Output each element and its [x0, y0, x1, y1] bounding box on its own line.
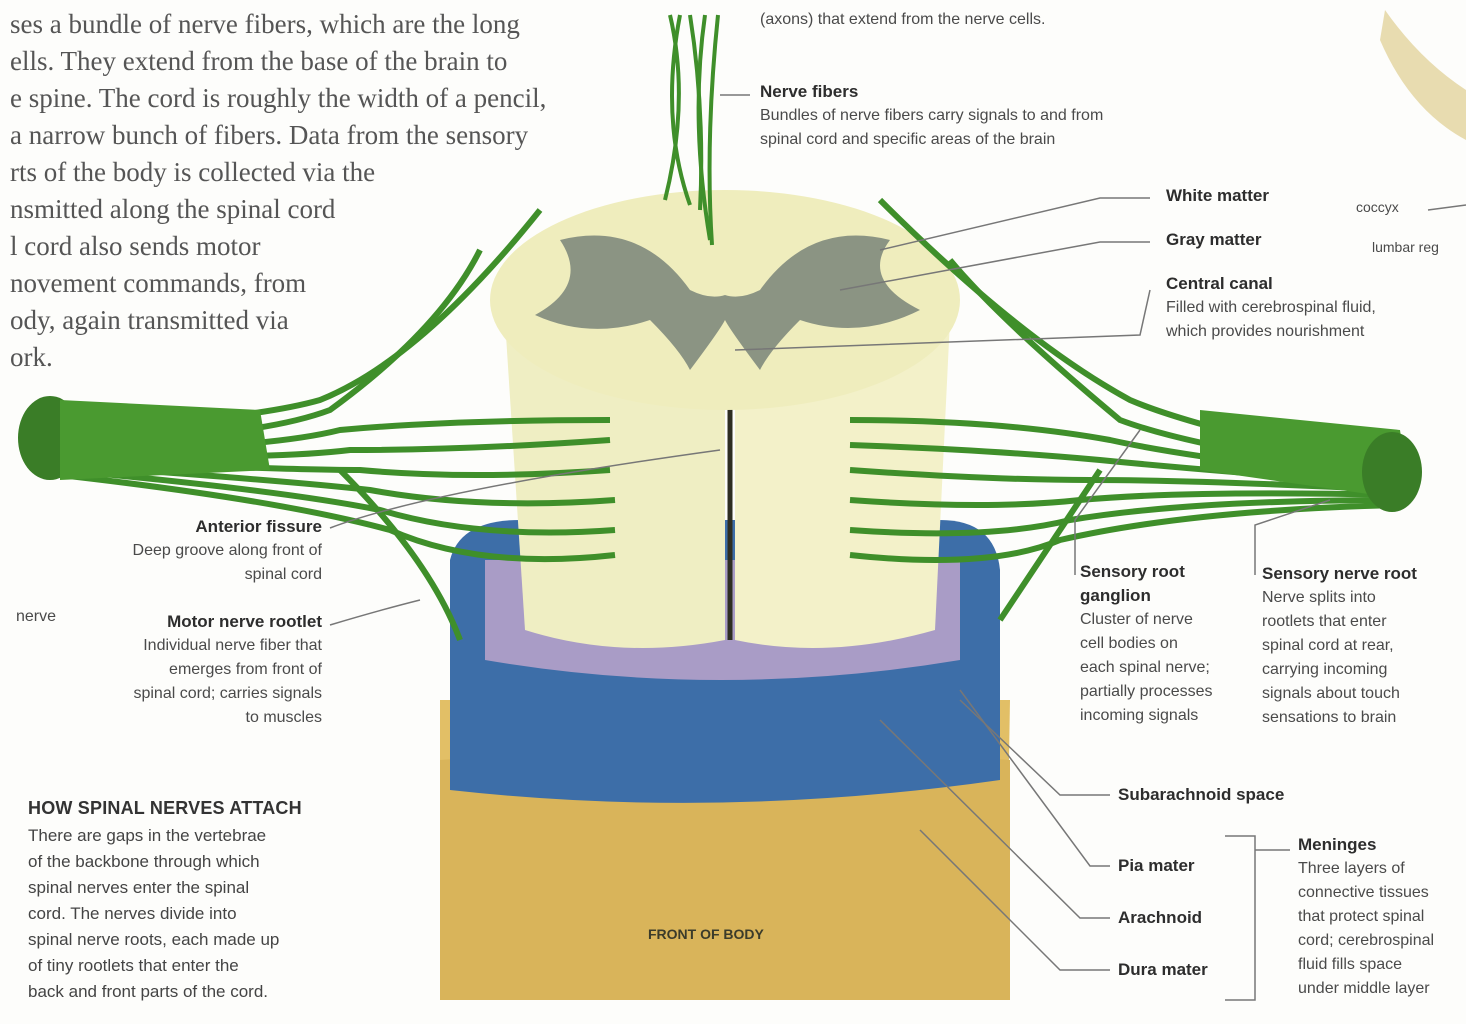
label-sensory-nerve-root: Sensory nerve root Nerve splits into roo… [1262, 562, 1462, 730]
label-title: Sensory nerve root [1262, 562, 1462, 586]
label-desc: that protect spinal [1298, 905, 1466, 929]
howto-line: of tiny rootlets that enter the [28, 953, 348, 979]
howto-line: spinal nerve roots, each made up [28, 927, 348, 953]
label-gray-matter: Gray matter [1166, 228, 1261, 252]
label-desc: sensations to brain [1262, 706, 1462, 730]
label-desc: Individual nerve fiber that [60, 634, 322, 658]
label-title: Sensory root [1080, 560, 1250, 584]
howto-line: spinal nerves enter the spinal [28, 875, 348, 901]
label-motor-rootlet: Motor nerve rootlet Individual nerve fib… [60, 610, 322, 730]
label-desc: spinal cord at rear, [1262, 634, 1462, 658]
intro-line: novement commands, from [10, 265, 630, 302]
howto-title: HOW SPINAL NERVES ATTACH [28, 795, 348, 821]
label-white-matter: White matter [1166, 184, 1269, 208]
label-desc: spinal cord [60, 563, 322, 587]
howto-line: There are gaps in the vertebrae [28, 823, 348, 849]
label-meninges: Meninges Three layers of connective tiss… [1298, 833, 1466, 1001]
label-desc: each spinal nerve; [1080, 656, 1250, 680]
label-anterior-fissure: Anterior fissure Deep groove along front… [60, 515, 322, 587]
label-desc: carrying incoming [1262, 658, 1462, 682]
intro-line: a narrow bunch of fibers. Data from the … [10, 117, 630, 154]
front-of-body-label: FRONT OF BODY [648, 926, 764, 942]
label-desc: Bundles of nerve fibers carry signals to… [760, 104, 1103, 128]
howto-line: cord. The nerves divide into [28, 901, 348, 927]
label-dura-mater: Dura mater [1118, 958, 1208, 982]
label-desc: spinal cord; carries signals [60, 682, 322, 706]
label-desc: incoming signals [1080, 704, 1250, 728]
label-title: Nerve fibers [760, 80, 1103, 104]
intro-line: ody, again transmitted via [10, 302, 630, 339]
label-title: Dura mater [1118, 958, 1208, 982]
intro-paragraph: ses a bundle of nerve fibers, which are … [10, 6, 630, 376]
howto-line: of the backbone through which [28, 849, 348, 875]
label-title: Anterior fissure [60, 515, 322, 539]
label-desc: fluid fills space [1298, 953, 1466, 977]
label-title: Meninges [1298, 833, 1466, 857]
label-title: Subarachnoid space [1118, 783, 1284, 807]
label-desc: Three layers of [1298, 857, 1466, 881]
intro-line: l cord also sends motor [10, 228, 630, 265]
spine-thumbnail [1380, 10, 1466, 140]
label-desc: Nerve splits into [1262, 586, 1462, 610]
label-desc: cord; cerebrospinal [1298, 929, 1466, 953]
how-spinal-nerves-attach: HOW SPINAL NERVES ATTACH There are gaps … [28, 795, 348, 1005]
label-desc: Cluster of nerve [1080, 608, 1250, 632]
label-title: Gray matter [1166, 228, 1261, 252]
intro-line: e spine. The cord is roughly the width o… [10, 80, 630, 117]
intro-line: ells. They extend from the base of the b… [10, 43, 630, 80]
label-arachnoid: Arachnoid [1118, 906, 1202, 930]
label-coccyx: coccyx [1356, 195, 1399, 219]
label-nerve: nerve [16, 605, 56, 629]
label-sensory-ganglion: Sensory root ganglion Cluster of nerve c… [1080, 560, 1250, 728]
label-desc: under middle layer [1298, 977, 1466, 1001]
label-lumbar: lumbar reg [1372, 235, 1439, 259]
label-desc: cell bodies on [1080, 632, 1250, 656]
top-caption: (axons) that extend from the nerve cells… [760, 8, 1045, 32]
label-desc: which provides nourishment [1166, 320, 1376, 344]
label-title: Motor nerve rootlet [60, 610, 322, 634]
intro-line: nsmitted along the spinal cord [10, 191, 630, 228]
intro-line: ses a bundle of nerve fibers, which are … [10, 6, 630, 43]
intro-line: rts of the body is collected via the [10, 154, 630, 191]
label-nerve-fibers: Nerve fibers Bundles of nerve fibers car… [760, 80, 1103, 152]
label-title: Arachnoid [1118, 906, 1202, 930]
label-desc: rootlets that enter [1262, 610, 1462, 634]
label-desc: to muscles [60, 706, 322, 730]
label-desc: Filled with cerebrospinal fluid, [1166, 296, 1376, 320]
label-desc: emerges from front of [60, 658, 322, 682]
label-title: ganglion [1080, 584, 1250, 608]
label-title: White matter [1166, 184, 1269, 208]
label-title: Central canal [1166, 272, 1376, 296]
right-nerve-end [1362, 432, 1422, 512]
label-desc: signals about touch [1262, 682, 1462, 706]
label-desc: spinal cord and specific areas of the br… [760, 128, 1103, 152]
howto-line: back and front parts of the cord. [28, 979, 348, 1005]
label-desc: partially processes [1080, 680, 1250, 704]
intro-line: ork. [10, 339, 630, 376]
label-central-canal: Central canal Filled with cerebrospinal … [1166, 272, 1376, 344]
label-subarachnoid: Subarachnoid space [1118, 783, 1284, 807]
label-desc: connective tissues [1298, 881, 1466, 905]
label-desc: Deep groove along front of [60, 539, 322, 563]
label-pia-mater: Pia mater [1118, 854, 1195, 878]
label-title: Pia mater [1118, 854, 1195, 878]
